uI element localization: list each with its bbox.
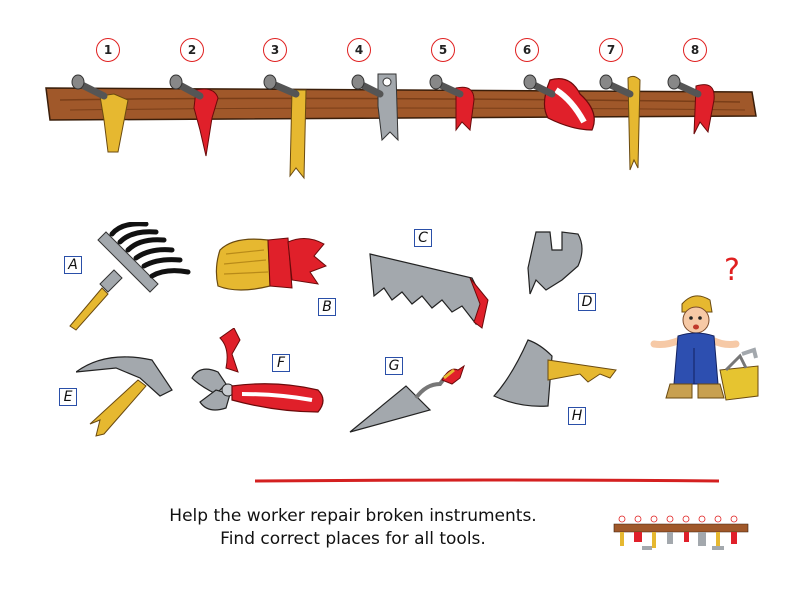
instruction-line-2: Find correct places for all tools.: [220, 529, 486, 549]
saw-icon: [369, 253, 489, 329]
hook-number-1: 1: [96, 38, 120, 62]
instructions: Help the worker repair broken instrument…: [128, 505, 578, 551]
hook-number-2: 2: [180, 38, 204, 62]
tool-b-paintbrush[interactable]: [214, 230, 334, 300]
hammer-icon: [76, 356, 173, 437]
tool-c-saw[interactable]: [366, 248, 496, 332]
tool-f-pliers[interactable]: [186, 328, 332, 428]
letter-a: A: [64, 256, 82, 274]
hook-8-broken-handle: [667, 74, 715, 135]
paintbrush-icon: [215, 237, 327, 291]
pliers-icon: [191, 328, 324, 413]
letter-c: C: [414, 229, 432, 247]
hook-number-7: 7: [599, 38, 623, 62]
tool-board-thumbnail-icon: [613, 515, 749, 550]
thumbnail-preview: [613, 515, 749, 550]
hook-number-8: 8: [683, 38, 707, 62]
divider-line: [255, 478, 720, 483]
wrench-icon: [527, 231, 583, 295]
tool-a-rake[interactable]: [66, 222, 196, 332]
hook-7-broken-handle: [599, 74, 641, 171]
letter-b: B: [318, 298, 336, 316]
tool-board: [45, 73, 757, 180]
rake-icon: [69, 222, 191, 331]
tool-h-axe[interactable]: [490, 336, 620, 416]
hook-number-5: 5: [431, 38, 455, 62]
letter-e: E: [59, 388, 77, 406]
letter-d: D: [578, 293, 596, 311]
hook-5-broken-handle: [429, 74, 475, 132]
hook-3-broken-handle: [263, 74, 307, 180]
hook-number-4: 4: [347, 38, 371, 62]
wooden-plank: [45, 87, 757, 121]
hook-number-3: 3: [263, 38, 287, 62]
hook-number-6: 6: [515, 38, 539, 62]
worker-character: [650, 295, 759, 401]
instruction-line-1: Help the worker repair broken instrument…: [169, 506, 537, 526]
tool-g-trowel[interactable]: [346, 362, 476, 438]
hook-2-broken-brush: [169, 74, 219, 157]
hook-6-broken-pliers: [523, 74, 595, 131]
question-mark: ?: [724, 253, 740, 288]
tool-e-hammer[interactable]: [76, 350, 176, 440]
letter-h: H: [568, 407, 586, 425]
hook-1-broken-handle: [71, 74, 129, 153]
worker-icon: [650, 295, 759, 401]
letter-g: G: [385, 357, 403, 375]
hook-4-broken-wrench: [351, 73, 399, 142]
trowel-icon: [349, 364, 465, 433]
tool-d-wrench[interactable]: [522, 228, 592, 298]
axe-icon: [493, 339, 617, 407]
letter-f: F: [272, 354, 290, 372]
